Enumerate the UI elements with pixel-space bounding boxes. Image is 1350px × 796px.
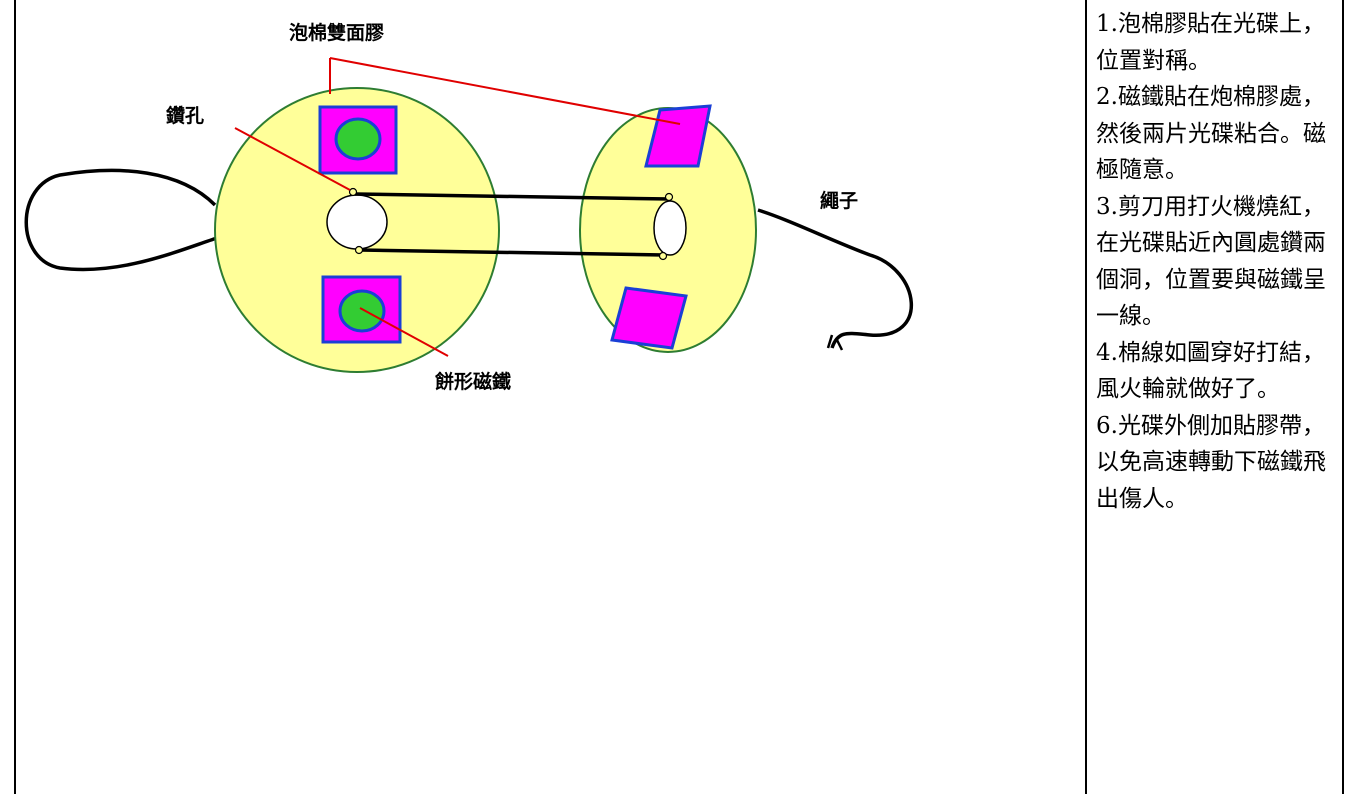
instruction-step-1: 1.泡棉膠貼在光碟上，位置對稱。 (1096, 11, 1325, 74)
instruction-list: 1.泡棉膠貼在光碟上，位置對稱。 2.磁鐵貼在炮棉膠處，然後兩片光碟粘合。磁極隨… (1096, 6, 1336, 517)
string-lower (359, 248, 665, 257)
diagram-svg (24, 57, 913, 373)
label-disc-magnet: 餅形磁鐵 (435, 371, 512, 393)
right-center-hole (653, 200, 687, 256)
page-frame (14, 0, 1344, 794)
left-rope-loop (24, 168, 218, 272)
instruction-step-4: 4.棉線如圖穿好打結，風火輪就做好了。 (1096, 339, 1325, 403)
label-rope: 繩子 (820, 190, 859, 212)
diagram-area: 泡棉雙面膠 鑽孔 繩子 餅形磁鐵 (16, 0, 1084, 794)
instruction-step-2: 2.磁鐵貼在炮棉膠處，然後兩片光碟粘合。磁極隨意。 (1096, 84, 1326, 183)
string-upper (354, 192, 671, 201)
instruction-step-6: 6.光碟外側加貼膠帶，以免高速轉動下磁鐵飛出傷人。 (1096, 412, 1326, 512)
drill-hole-2 (354, 245, 364, 255)
instruction-step-3: 3.剪刀用打火機燒紅，在光碟貼近內圓處鑽兩個洞，位置要與磁鐵呈一線。 (1096, 193, 1326, 330)
label-foam-tape: 泡棉雙面膠 (289, 22, 385, 44)
drill-hole-1 (348, 187, 358, 197)
rope-end-frayed (826, 334, 844, 351)
magnet-top-left (334, 117, 382, 161)
right-rope (757, 208, 913, 349)
label-drill-hole: 鑽孔 (166, 105, 205, 127)
left-center-hole (326, 194, 388, 250)
foam-tape-bottom-right (610, 286, 688, 350)
drill-hole-3 (664, 192, 674, 202)
drill-hole-4 (658, 251, 668, 261)
magnet-bottom-left (338, 289, 386, 333)
pointer-magnet (359, 307, 449, 357)
column-divider (1085, 0, 1087, 794)
pointer-drill-hole (234, 127, 351, 191)
pointer-foam-right (329, 57, 681, 125)
